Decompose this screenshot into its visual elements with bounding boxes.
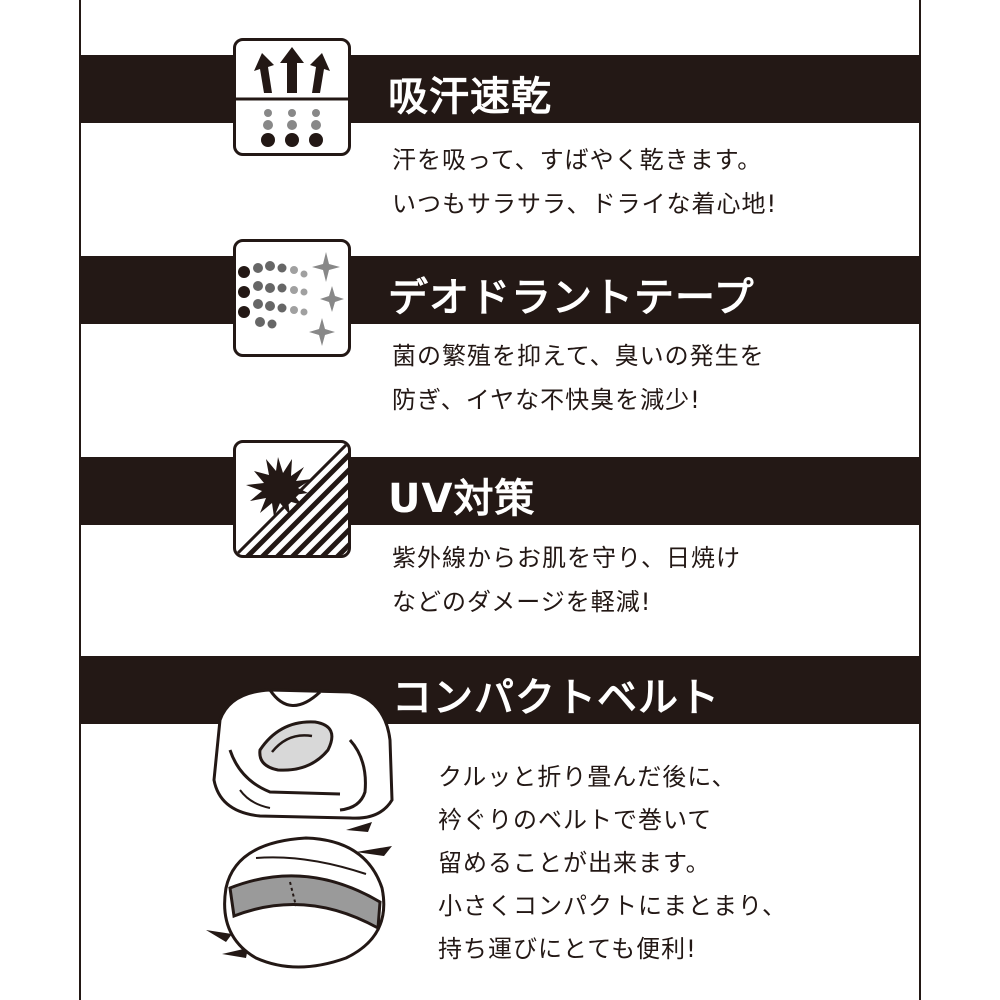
description-line: 汗を吸って、すばやく乾きます。 bbox=[392, 146, 763, 174]
description-line: クルッと折り畳んだ後に、 bbox=[438, 763, 737, 791]
description-line: 防ぎ、イヤな不快臭を減少! bbox=[392, 386, 701, 414]
uv-sun-shield-icon bbox=[233, 440, 351, 558]
description-line: 紫外線からお肌を守り、日焼け bbox=[392, 544, 742, 572]
deodorant-sparkle-icon bbox=[233, 239, 351, 357]
description-line: 持ち運びにとても便利! bbox=[438, 935, 697, 963]
feature-title: UV対策 bbox=[388, 476, 536, 522]
feature-title-band bbox=[80, 256, 920, 324]
feature-description: 汗を吸って、すばやく乾きます。 いつもサラサラ、ドライな着心地! bbox=[392, 138, 777, 226]
feature-title: デオドラントテープ bbox=[388, 275, 755, 321]
feature-title: 吸汗速乾 bbox=[388, 74, 552, 120]
feature-title-band bbox=[80, 656, 920, 724]
quick-dry-arrows-icon bbox=[233, 38, 351, 156]
rolled-garment-with-belt-illustration bbox=[196, 818, 426, 987]
description-line: 菌の繁殖を抑えて、臭いの発生を bbox=[392, 342, 765, 370]
feature-title-band bbox=[80, 55, 920, 123]
feature-description: 菌の繁殖を抑えて、臭いの発生を 防ぎ、イヤな不快臭を減少! bbox=[392, 334, 765, 422]
feature-description: クルッと折り畳んだ後に、 衿ぐりのベルトで巻いて 留めることが出来ます。 小さく… bbox=[438, 756, 787, 971]
description-line: 小さくコンパクトにまとまり、 bbox=[438, 892, 788, 920]
folded-garment-illustration bbox=[200, 680, 410, 834]
description-line: 留めることが出来ます。 bbox=[438, 849, 711, 877]
description-line: などのダメージを軽減! bbox=[392, 588, 652, 616]
feature-description: 紫外線からお肌を守り、日焼け などのダメージを軽減! bbox=[392, 536, 741, 624]
feature-title-band bbox=[80, 457, 920, 525]
description-line: いつもサラサラ、ドライな着心地! bbox=[392, 190, 778, 218]
right-frame-line bbox=[919, 0, 921, 1000]
description-line: 衿ぐりのベルトで巻いて bbox=[438, 806, 713, 834]
feature-title: コンパクトベルト bbox=[392, 675, 720, 721]
